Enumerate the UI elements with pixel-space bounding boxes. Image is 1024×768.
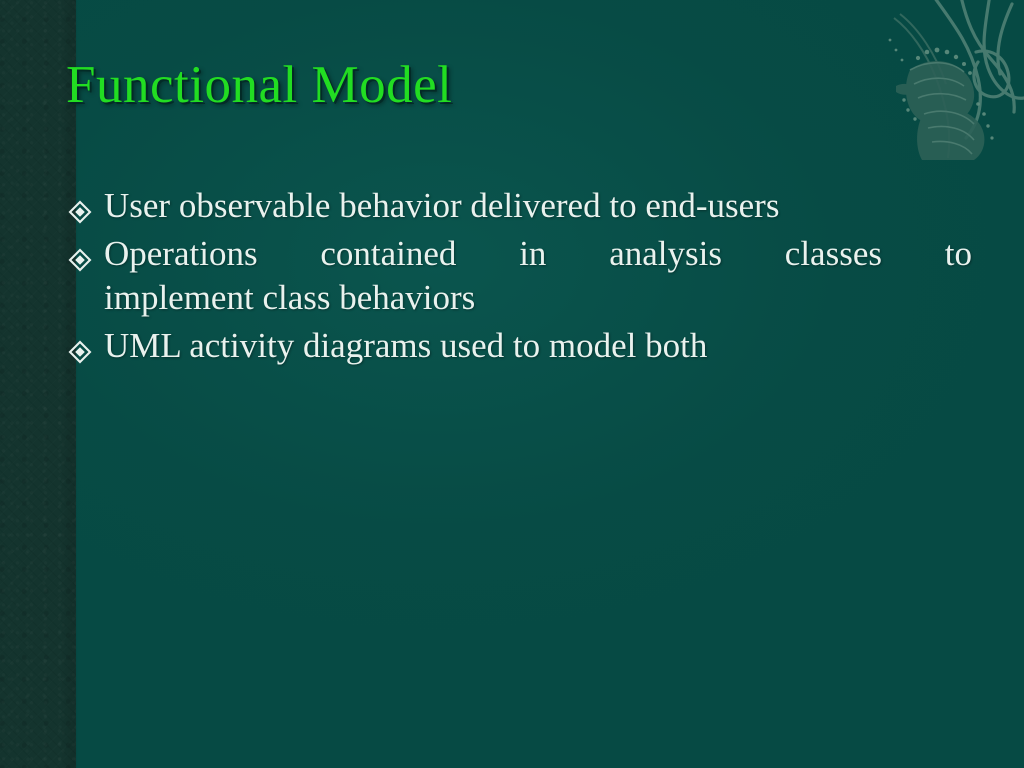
bullet-item-3: UML activity diagrams used to model both (60, 326, 972, 365)
strip-texture-pattern (0, 0, 76, 768)
lozenge-diamond-icon (68, 243, 92, 272)
bullet-text-1: User observable behavior delivered to en… (104, 186, 780, 225)
bullet-text-2-line-1: Operations contained in analysis classes… (104, 234, 972, 273)
slide-body-content: User observable behavior delivered to en… (60, 186, 972, 374)
bullet-text-2-wrapper: Operations contained in analysis classes… (104, 234, 972, 315)
slide-title: Functional Model (66, 56, 453, 114)
bullet-item-2: Operations contained in analysis classes… (60, 234, 972, 315)
bullet-text-3: UML activity diagrams used to model both (104, 326, 708, 365)
bullet-text-2-line-2: implement class behaviors (104, 278, 476, 317)
left-accent-strip (0, 0, 76, 768)
lozenge-diamond-icon (68, 335, 92, 364)
bullet-item-1: User observable behavior delivered to en… (60, 186, 972, 225)
lozenge-diamond-icon (68, 195, 92, 224)
